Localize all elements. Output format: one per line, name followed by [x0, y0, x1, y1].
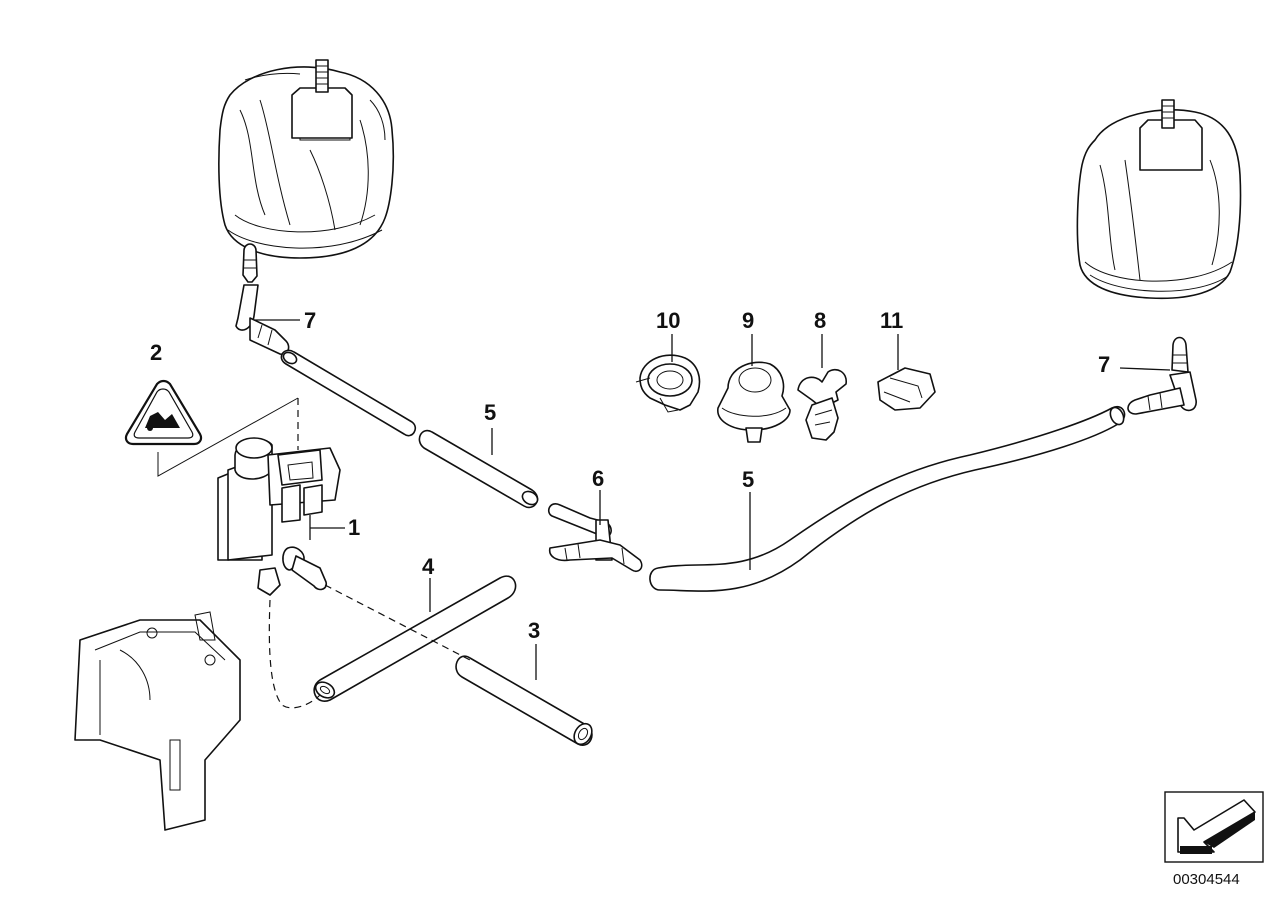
solenoid-valve: [217, 437, 341, 596]
warning-triangle-icon: [124, 379, 203, 446]
callout-numbers: 1 2 3 4 5 5 6 7 7 8 9 10 11: [150, 308, 1110, 643]
callout-10: 10: [656, 308, 680, 333]
callout-4: 4: [422, 554, 435, 579]
callout-9: 9: [742, 308, 754, 333]
callout-6: 6: [592, 466, 604, 491]
arrow-back-icon[interactable]: [1164, 791, 1264, 863]
t-connector: [548, 503, 643, 573]
hose-upper-middle: [418, 429, 539, 509]
clip-9: [717, 361, 791, 443]
hose-3: [455, 655, 593, 746]
mounting-bracket: [74, 611, 241, 831]
engine-mount-left: [218, 59, 395, 259]
clip-11: [877, 367, 936, 411]
callout-5-left: 5: [484, 400, 496, 425]
callout-5-right: 5: [742, 467, 754, 492]
clip-10: [635, 354, 701, 413]
leader-lines: [255, 319, 1171, 680]
hose-upper-left: [280, 349, 417, 437]
hose-long-right: [649, 405, 1126, 592]
callout-1: 1: [348, 515, 360, 540]
callout-8: 8: [814, 308, 826, 333]
callout-7-left: 7: [304, 308, 316, 333]
elbow-connector-right: [1127, 336, 1197, 415]
callout-3: 3: [528, 618, 540, 643]
callout-2: 2: [150, 340, 162, 365]
callout-11: 11: [880, 308, 903, 333]
clip-8: [797, 368, 847, 441]
hose-4: [313, 575, 517, 702]
callout-7-right: 7: [1098, 352, 1110, 377]
reference-lines: [157, 397, 471, 709]
elbow-connector-left: [235, 243, 290, 356]
document-id: 00304544: [1173, 871, 1240, 888]
engine-mount-right: [1076, 99, 1242, 300]
